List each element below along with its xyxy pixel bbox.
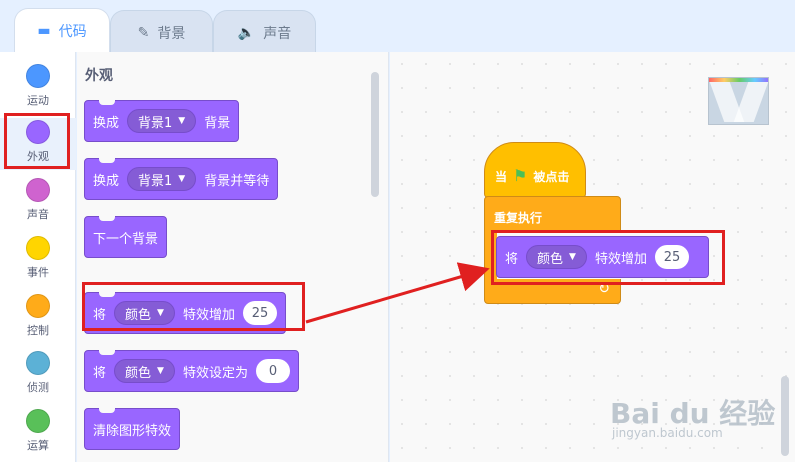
block-notch (99, 408, 115, 413)
effect-value-input[interactable]: 0 (255, 359, 290, 383)
switch-backdrop-wait-block[interactable]: 换成 背景1 ▼ 背景并等待 (84, 158, 279, 200)
block-text: 特效增加 (594, 251, 647, 267)
clear-effects-block[interactable]: 清除图形特效 (84, 408, 181, 450)
block-text: 换成 (93, 115, 120, 131)
tab-backdrops[interactable]: ✎ 背景 (110, 10, 213, 54)
category-operators[interactable]: 运算 (0, 407, 76, 459)
tab-code[interactable]: ▬ 代码 (14, 8, 110, 52)
caret-down-icon: ▼ (178, 174, 186, 184)
when-flag-clicked-block[interactable]: 当 ⚑ 被点击 (484, 142, 586, 198)
tab-sounds[interactable]: 🔈 声音 (213, 10, 316, 54)
block-text: 下一个背景 (93, 231, 159, 247)
tab-backdrops-label: 背景 (157, 25, 186, 42)
looks-dot-icon (26, 120, 50, 144)
watermark-url: jingyan.baidu.com (612, 426, 723, 440)
set-effect-block[interactable]: 将 颜色 ▼ 特效设定为 0 (84, 350, 299, 392)
category-label: 运动 (27, 94, 49, 107)
switch-backdrop-block[interactable]: 换成 背景1 ▼ 背景 (84, 100, 240, 142)
palette-scrollbar[interactable] (371, 72, 379, 197)
workspace-change-effect-block[interactable]: 将 颜色 ▼ 特效增加 25 (496, 236, 709, 278)
motion-dot-icon (26, 64, 50, 88)
dropdown-value: 背景1 (138, 173, 173, 189)
dropdown-value: 颜色 (537, 251, 564, 267)
effect-dropdown[interactable]: 颜色 ▼ (114, 301, 175, 325)
category-label: 事件 (27, 266, 49, 279)
block-text: 将 (505, 251, 519, 267)
block-text: 特效设定为 (182, 365, 248, 381)
highlight-box-category (4, 113, 70, 169)
stage-thumbnail[interactable] (708, 77, 769, 125)
next-backdrop-block[interactable]: 下一个背景 (84, 216, 168, 258)
block-text: 将 (93, 365, 107, 381)
block-text: 当 (495, 170, 508, 184)
green-flag-icon: ⚑ (513, 166, 528, 185)
block-palette: 外观 换成 背景1 ▼ 背景 换成 背景1 ▼ 背景并等待 下一个背景 将 颜色 ▼ … (77, 52, 389, 462)
block-text: 换成 (93, 173, 120, 189)
category-control[interactable]: 控制 (0, 292, 76, 344)
caret-down-icon: ▼ (178, 116, 186, 126)
effect-dropdown[interactable]: 颜色 ▼ (114, 359, 175, 383)
block-text: 将 (93, 307, 107, 323)
dropdown-value: 颜色 (125, 307, 152, 323)
dropdown-value: 背景1 (138, 115, 173, 131)
block-categories: 运动 外观 声音 事件 控制 侦测 运算 (0, 52, 76, 462)
tab-sounds-label: 声音 (263, 25, 292, 42)
highlight-box-palette-block (82, 282, 305, 331)
operators-dot-icon (26, 409, 50, 433)
category-label: 侦测 (27, 381, 49, 394)
events-dot-icon (26, 236, 50, 260)
category-events[interactable]: 事件 (0, 234, 76, 286)
caret-down-icon: ▼ (569, 252, 576, 262)
category-looks[interactable]: 外观 (0, 118, 76, 170)
workspace-scrollbar[interactable] (781, 376, 789, 456)
category-label: 控制 (27, 324, 49, 337)
loop-arrow-icon: ↻ (598, 281, 610, 297)
dropdown-value: 颜色 (125, 365, 152, 381)
effect-dropdown[interactable]: 颜色 ▼ (526, 245, 587, 269)
palette-section-title: 外观 (85, 68, 113, 84)
block-text: 清除图形特效 (93, 423, 172, 439)
block-text: 背景并等待 (204, 173, 270, 189)
category-sound[interactable]: 声音 (0, 176, 76, 228)
watermark-logo: Bai du 经验 (610, 397, 776, 430)
caret-down-icon: ▼ (157, 308, 164, 318)
effect-amount-input[interactable]: 25 (242, 301, 277, 325)
category-label: 外观 (27, 150, 49, 163)
caret-down-icon: ▼ (157, 366, 164, 376)
editor-tab-bar: ▬ 代码 ✎ 背景 🔈 声音 (0, 0, 795, 54)
highlight-box-workspace-block (491, 230, 725, 285)
control-dot-icon (26, 294, 50, 318)
block-notch (99, 216, 115, 221)
backdrop-dropdown[interactable]: 背景1 ▼ (127, 167, 197, 191)
category-label: 声音 (27, 208, 49, 221)
block-text: 被点击 (533, 170, 570, 184)
sound-dot-icon (26, 178, 50, 202)
block-notch (99, 350, 115, 355)
block-notch (99, 100, 115, 105)
forever-label: 重复执行 (494, 211, 543, 225)
thumbnail-beam (733, 82, 768, 122)
block-notch (99, 292, 115, 297)
category-motion[interactable]: 运动 (0, 62, 76, 114)
change-effect-block[interactable]: 将 颜色 ▼ 特效增加 25 (84, 292, 286, 334)
brush-icon: ✎ (137, 24, 150, 41)
backdrop-dropdown[interactable]: 背景1 ▼ (127, 109, 197, 133)
thumbnail-strip (709, 78, 768, 82)
tab-code-label: 代码 (58, 23, 87, 40)
sensing-dot-icon (26, 351, 50, 375)
block-text: 特效增加 (182, 307, 235, 323)
category-sensing[interactable]: 侦测 (0, 349, 76, 401)
category-label: 运算 (27, 439, 49, 452)
effect-amount-input[interactable]: 25 (654, 245, 689, 269)
block-text: 背景 (204, 115, 231, 131)
code-icon: ▬ (37, 22, 51, 39)
speaker-icon: 🔈 (237, 24, 256, 41)
block-notch (99, 158, 115, 163)
